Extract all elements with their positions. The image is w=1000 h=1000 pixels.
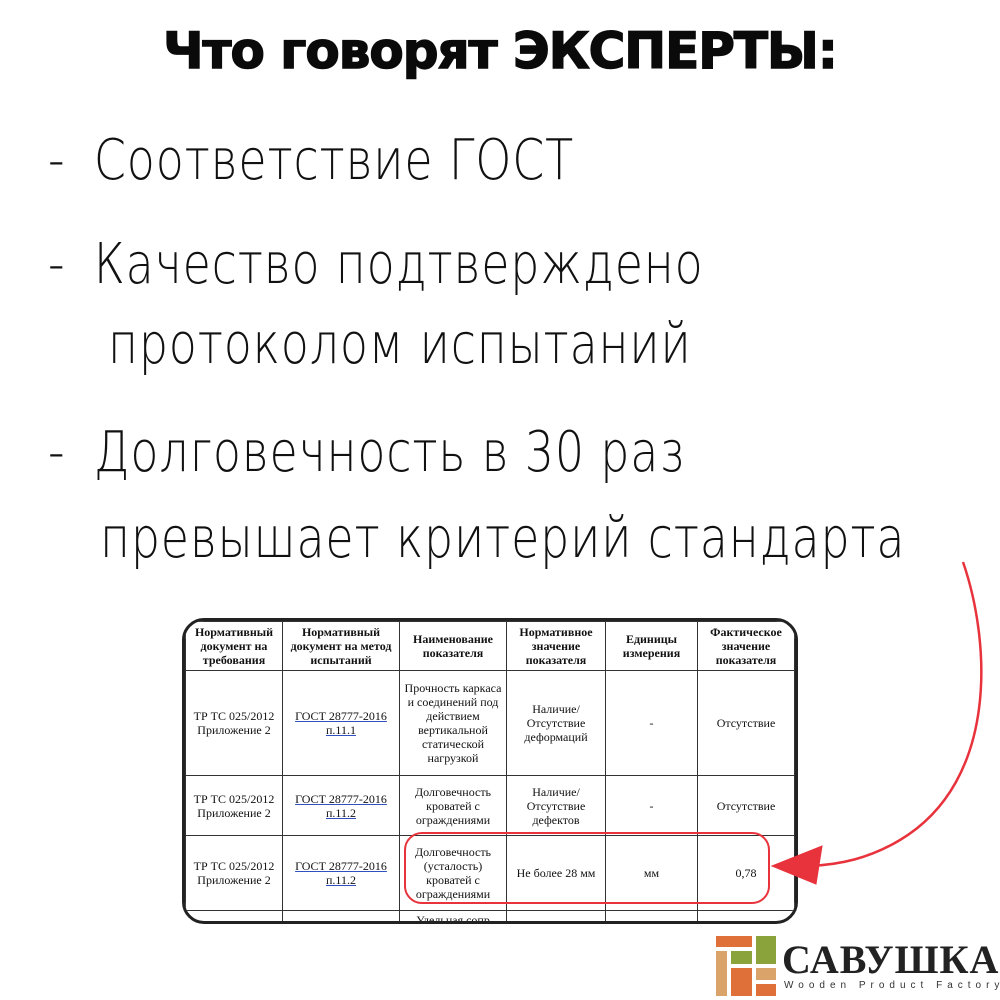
table-row: Удельная сопр [185,910,795,921]
logo-tagline: Wooden Product Factory [784,980,1000,991]
table-cell: Наличие/Отсутствие дефектов [506,775,606,836]
table-cell: ГОСТ 28777-2016 п.11.2 [282,775,400,836]
table-cell: Не более 28 мм [506,835,606,911]
bullet-quality: -Качество подтверждено [48,232,704,297]
table-cell: Долговечность кроватей с ограждениями [399,775,507,836]
bullet-dash: - [48,232,66,297]
bullet-dash: - [48,420,66,485]
table-cell: ГОСТ 28777-2016 п.11.1 [282,670,400,776]
table-cell [697,910,795,921]
table-header-row: Нормативный документ на требования Норма… [185,621,795,671]
highlight-box [404,832,770,904]
table-cell: ТР ТС 025/2012 Приложение 2 [185,835,283,911]
table-cell: Удельная сопр [399,910,507,921]
table-cell: ТР ТС 025/2012 Приложение 2 [185,670,283,776]
bullet-text: Соответствие ГОСТ [93,128,574,193]
table-header: Нормативный документ на требования [185,621,283,671]
gost-reference: ГОСТ 28777-2016 п.11.1 [295,709,387,737]
table-cell: ГОСТ 28777-2016 п.11.2 [282,835,400,911]
gost-reference: ГОСТ 28777-2016 п.11.2 [295,791,387,820]
table-cell [506,910,606,921]
bullet-durability: -Долговечность в 30 раз [48,420,685,485]
bullet-quality-line2: протоколом испытаний [108,312,692,377]
logo-tiles-icon [716,936,776,996]
table-cell: Наличие/Отсутствие деформаций [506,670,606,776]
table-cell: - [605,775,698,836]
table-cell: Отсутствие [697,670,795,776]
page-title: Что говорят ЭКСПЕРТЫ: [162,21,838,81]
table-cell: ТР ТС 025/2012 Приложение 2 [185,775,283,836]
bullet-gost: -Соответствие ГОСТ [48,128,574,193]
bullet-text: Долговечность в 30 раз [93,420,685,485]
table-cell: Прочность каркаса и соединений под дейст… [399,670,507,776]
table-cell: - [605,670,698,776]
table-header: Единицы измерения [605,621,698,671]
table-row: ТР ТС 025/2012 Приложение 2 ГОСТ 28777-2… [185,775,795,836]
table-header: Фактическое значение показателя [697,621,795,671]
gost-reference: ГОСТ 28777-2016 п.11.2 [295,859,387,887]
table-cell [605,910,698,921]
table-header: Наименование показателя [399,621,507,671]
bullet-durability-line2: превышает критерий стандарта [100,506,906,571]
protocol-table: Нормативный документ на требования Норма… [185,621,795,921]
table-cell: Отсутствие [697,775,795,836]
table-row: ТР ТС 025/2012 Приложение 2 ГОСТ 28777-2… [185,670,795,776]
logo-name: САВУШКА [782,937,1000,982]
table-cell [185,910,283,921]
table-header: Нормативное значение показателя [506,621,606,671]
bullet-text: Качество подтверждено [93,232,704,297]
bullet-dash: - [48,128,66,193]
table-cell [282,910,400,921]
arrow-line [807,561,983,868]
test-protocol-excerpt: Нормативный документ на требования Норма… [182,618,798,924]
brand-logo: САВУШКА Wooden Product Factory [716,936,999,996]
table-header: Нормативный документ на метод испытаний [282,621,400,671]
table-row-highlighted: ТР ТС 025/2012 Приложение 2 ГОСТ 28777-2… [185,835,795,911]
